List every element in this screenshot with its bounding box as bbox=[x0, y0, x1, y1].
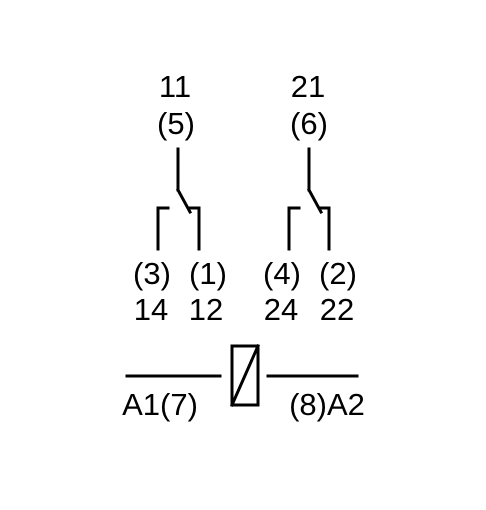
contact-2-common-pin: (6) bbox=[290, 106, 328, 141]
contact-1-nc-terminal: 12 bbox=[189, 292, 223, 327]
coil-right-label: (8)A2 bbox=[289, 387, 365, 422]
contact-1-common-terminal: 11 bbox=[159, 69, 191, 104]
contact-1: 11 (5) (3) (1) 14 12 bbox=[133, 69, 227, 327]
contact-2-no-lead bbox=[287, 206, 301, 251]
contact-1-common-pin: (5) bbox=[157, 106, 195, 141]
contact-2-switch-blade bbox=[306, 187, 324, 215]
contact-1-nc-lead bbox=[188, 206, 201, 251]
contact-1-nc-pin: (1) bbox=[189, 256, 227, 291]
coil-box bbox=[230, 344, 260, 407]
contact-2-common-terminal: 21 bbox=[291, 69, 325, 104]
contact-1-no-pin: (3) bbox=[133, 256, 171, 291]
contact-2-no-terminal: 24 bbox=[264, 292, 298, 327]
contact-2-nc-terminal: 22 bbox=[320, 292, 354, 327]
coil-left-label: A1(7) bbox=[122, 387, 198, 422]
contact-2: 21 (6) (4) (2) 24 22 bbox=[263, 69, 357, 327]
contact-1-no-lead bbox=[156, 206, 170, 251]
contact-1-switch-blade bbox=[175, 187, 193, 215]
contact-1-no-terminal: 14 bbox=[134, 292, 168, 327]
contact-2-no-pin: (4) bbox=[263, 256, 301, 291]
relay-coil: A1(7) (8)A2 bbox=[122, 344, 365, 422]
contact-2-nc-lead bbox=[319, 206, 331, 251]
contact-2-nc-pin: (2) bbox=[319, 256, 357, 291]
coil-diagonal bbox=[230, 344, 260, 407]
